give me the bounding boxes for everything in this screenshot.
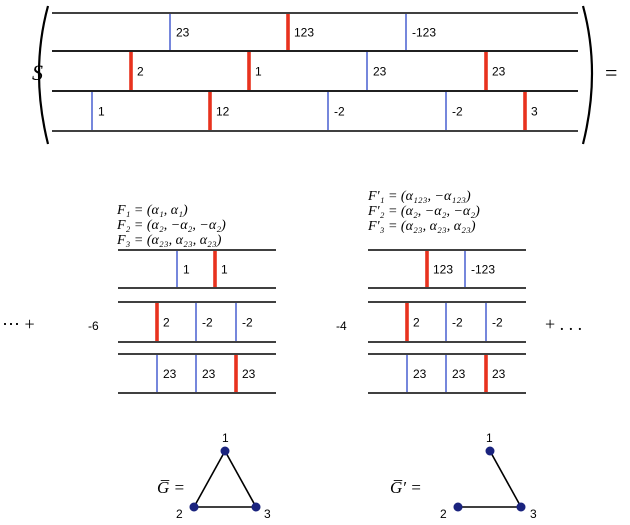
left-strip-2: 2 -2 -2	[118, 301, 276, 343]
formula-f2: F₂ = (α₂, −α₂, −α₂)	[116, 218, 226, 233]
formula-f2-prime: F′₂ = (α₂, −α₂, −α₂)	[367, 204, 480, 219]
plus-ellipsis: + . . .	[545, 314, 582, 334]
marker-label: 3	[531, 105, 538, 119]
graph-edge-1-2	[193, 450, 226, 508]
marker-label: 23	[163, 367, 177, 381]
marker-label: 23	[492, 367, 506, 381]
top-strip-1: 23 123 -123	[52, 12, 578, 52]
coefficient-right: -4	[336, 319, 347, 333]
marker-label: 1	[255, 65, 262, 79]
top-strip-2: 2 1 23 23	[52, 50, 578, 92]
graph-node-label: 1	[486, 431, 493, 445]
marker-label: 23	[452, 367, 466, 381]
right-strip-2: 2 -2 -2	[368, 301, 526, 343]
graph-node-label: 3	[264, 507, 271, 521]
graph-node-label: 3	[530, 507, 537, 521]
marker-label: -123	[471, 263, 495, 277]
marker-label: 23	[202, 367, 216, 381]
equals-sign: =	[605, 60, 617, 85]
graph-node-1	[485, 446, 495, 456]
left-strip-3: 23 23 23	[118, 353, 276, 394]
marker-label: 23	[176, 26, 190, 40]
marker-label: -2	[242, 316, 253, 330]
right-parenthesis	[581, 5, 594, 145]
marker-label: 123	[433, 263, 453, 277]
graph-g-label: G̅ =	[157, 478, 185, 497]
marker-label: 1	[221, 263, 228, 277]
term-left: ⋯ + -6 F₁ = (α₁, α₁) F₂ = (α₂, −α₂, −α₂)…	[2, 203, 276, 521]
graph-node-3	[516, 502, 526, 512]
formula-f3-prime: F′₃ = (α₂₃, α₂₃, α₂₃)	[367, 219, 476, 234]
right-strips: 123 -123 2 -2 -2 23 23 23	[368, 249, 526, 394]
marker-label: -2	[202, 316, 213, 330]
marker-label: 1	[98, 105, 105, 119]
marker-label: 23	[242, 367, 256, 381]
formula-f1-prime: F′₁ = (α₁₂₃, −α₁₂₃)	[367, 189, 471, 204]
graph-node-2	[189, 502, 199, 512]
left-parenthesis	[37, 5, 50, 145]
graph-node-label: 1	[222, 431, 229, 445]
coefficient-left: -6	[88, 319, 99, 333]
right-strip-3: 23 23 23	[368, 353, 526, 394]
graph-edge-1-3	[489, 450, 522, 508]
right-strip-1: 123 -123	[368, 249, 526, 289]
s-symbol: S	[32, 60, 43, 85]
graph-g-prime: 1 2 3	[440, 431, 537, 521]
graph-node-3	[251, 502, 261, 512]
marker-label: -2	[334, 105, 345, 119]
graph-g: 1 2 3	[176, 431, 271, 521]
formula-f3: F₃ = (α₂₃, α₂₃, α₂₃)	[116, 233, 222, 248]
marker-label: -2	[492, 316, 503, 330]
marker-label: 1	[183, 263, 190, 277]
graph-edge-1-3	[224, 450, 257, 508]
marker-label: 23	[373, 65, 387, 79]
graph-node-label: 2	[176, 507, 183, 521]
graph-node-2	[453, 502, 463, 512]
marker-label: -2	[452, 316, 463, 330]
marker-label: 12	[216, 105, 230, 119]
marker-label: -123	[412, 26, 436, 40]
marker-label: 23	[413, 367, 427, 381]
marker-label: 2	[413, 316, 420, 330]
marker-label: 2	[163, 316, 170, 330]
top-strip-3: 1 12 -2 -2 3	[52, 90, 578, 132]
term-right: -4 F′₁ = (α₁₂₃, −α₁₂₃) F′₂ = (α₂, −α₂, −…	[336, 189, 582, 521]
graph-node-label: 2	[440, 507, 447, 521]
marker-label: 2	[137, 65, 144, 79]
marker-label: -2	[452, 105, 463, 119]
graph-node-1	[220, 446, 230, 456]
marker-label: 123	[294, 26, 314, 40]
marker-label: 23	[492, 65, 506, 79]
graph-g-prime-label: G̅′ =	[390, 478, 422, 497]
ellipsis-plus: ⋯ +	[2, 314, 35, 334]
formula-f1: F₁ = (α₁, α₁)	[116, 203, 188, 218]
